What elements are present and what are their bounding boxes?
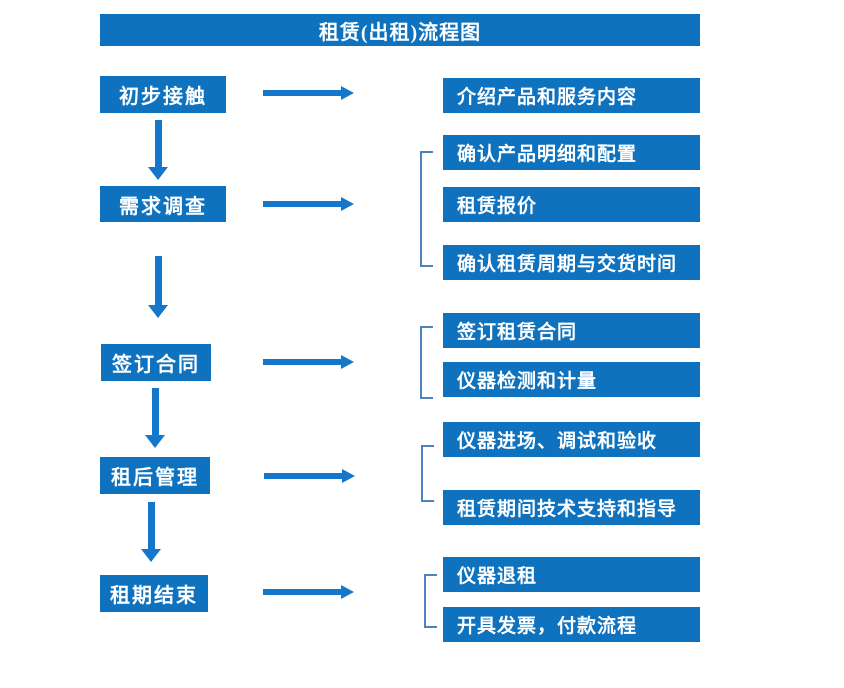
bracket-group-rental-end [424,574,437,628]
output-box-instrument-return: 仪器退租 [443,557,700,592]
flow-arrow-down-3 [145,388,165,448]
output-box-confirm-details: 确认产品明细和配置 [443,135,700,170]
flow-arrow-down-2 [148,256,168,318]
output-box-rental-quote: 租赁报价 [443,187,700,222]
bracket-group-needs-survey [420,151,433,267]
flow-arrow-right-5 [263,585,354,599]
bracket-group-sign-contract [420,326,433,399]
output-box-instrument-setup: 仪器进场、调试和验收 [443,422,700,457]
output-box-introduce-products: 介绍产品和服务内容 [443,78,700,113]
output-box-instrument-testing: 仪器检测和计量 [443,362,700,397]
stage-box-needs-survey: 需求调查 [100,186,226,222]
flowchart-title: 租赁(出租)流程图 [100,14,700,46]
flow-arrow-down-4 [141,502,161,562]
flow-arrow-right-3 [263,355,354,369]
flow-arrow-down-1 [148,120,168,180]
flow-arrow-right-2 [263,197,354,211]
bracket-group-post-rental [421,445,434,502]
stage-box-rental-end: 租期结束 [100,575,208,612]
flow-arrow-right-1 [263,86,354,100]
stage-box-post-rental-management: 租后管理 [100,457,210,494]
output-box-tech-support: 租赁期间技术支持和指导 [443,490,700,525]
stage-box-sign-contract: 签订合同 [101,344,211,381]
stage-box-initial-contact: 初步接触 [100,76,226,113]
output-box-invoice-payment: 开具发票，付款流程 [443,607,700,642]
flow-arrow-right-4 [264,469,355,483]
output-box-confirm-period: 确认租赁周期与交货时间 [443,245,700,280]
output-box-sign-rental-contract: 签订租赁合同 [443,313,700,348]
